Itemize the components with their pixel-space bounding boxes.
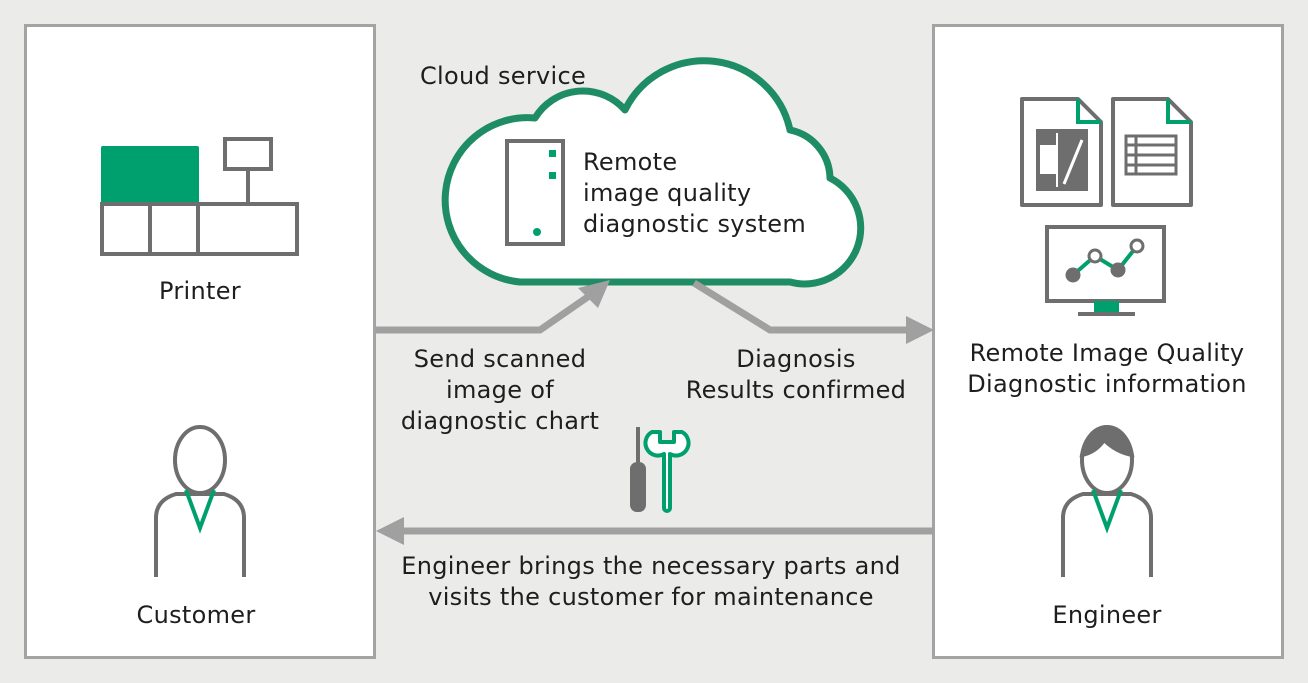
results-flow-line: Results confirmed	[685, 376, 907, 404]
engineer-person-icon	[1061, 425, 1153, 577]
printer-icon	[100, 137, 299, 256]
printer-label: Printer	[159, 277, 241, 305]
visit-arrow	[376, 517, 934, 545]
upload-flow-line: Send scanned	[413, 345, 587, 373]
screwdriver-wrench-icon	[630, 427, 691, 513]
upload-arrow	[376, 280, 610, 334]
results-arrow	[692, 280, 934, 344]
upload-flow-line: image of	[446, 376, 554, 404]
results-flow-label: Diagnosis Results confirmed	[686, 344, 906, 406]
info-label-line: Remote Image Quality	[969, 339, 1245, 367]
system-label-line: Remote	[583, 148, 678, 176]
engineer-label: Engineer	[1052, 601, 1162, 629]
info-label-line: Diagnostic information	[967, 370, 1247, 398]
cloud-service-label: Cloud service	[420, 62, 587, 90]
results-flow-line: Diagnosis	[736, 345, 856, 373]
document-icon	[1111, 97, 1193, 207]
line-chart-monitor-icon	[1045, 225, 1166, 316]
server-icon	[505, 139, 565, 246]
upload-flow-line: diagnostic chart	[400, 407, 600, 435]
info-label: Remote Image Quality Diagnostic informat…	[967, 338, 1247, 400]
system-label-line: image quality	[583, 179, 752, 207]
visit-flow-line: Engineer brings the necessary parts and	[401, 552, 901, 580]
customer-person-icon	[154, 425, 246, 577]
document-icon	[1020, 97, 1103, 207]
system-label: Remote image quality diagnostic system	[583, 147, 806, 240]
customer-label: Customer	[136, 601, 256, 629]
upload-flow-label: Send scanned image of diagnostic chart	[401, 344, 599, 437]
visit-flow-label: Engineer brings the necessary parts and …	[401, 551, 900, 613]
visit-flow-line: visits the customer for maintenance	[428, 583, 874, 611]
system-label-line: diagnostic system	[583, 210, 807, 238]
